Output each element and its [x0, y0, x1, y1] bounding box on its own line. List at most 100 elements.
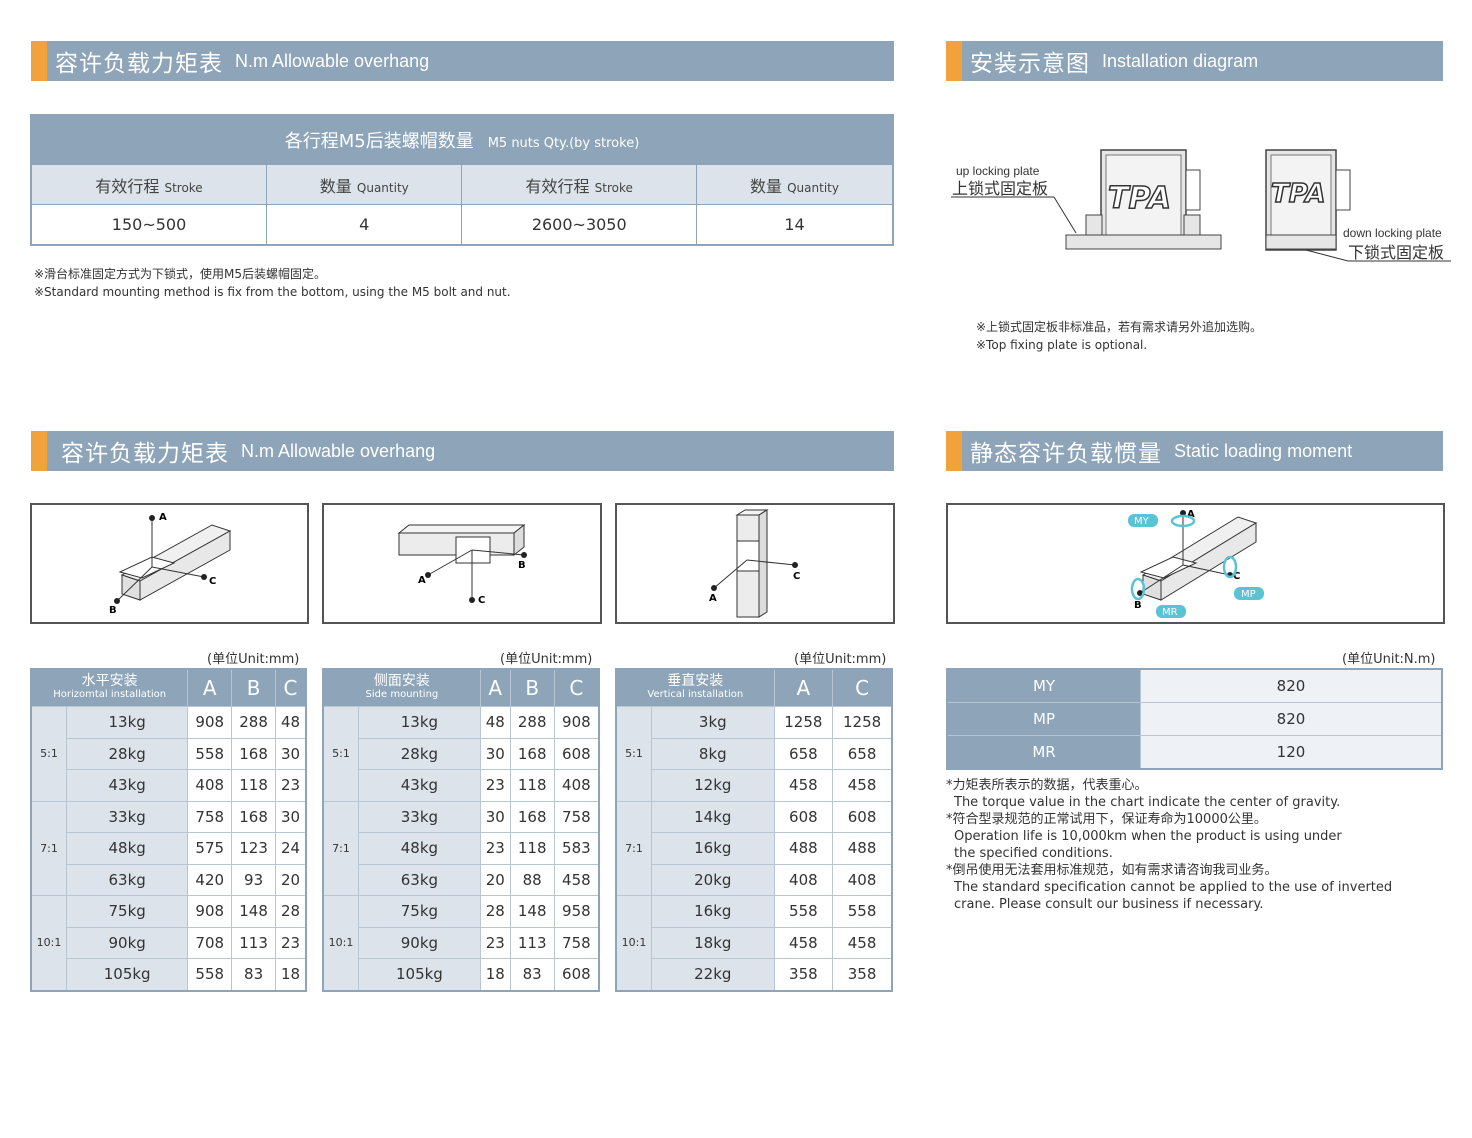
table-cell: 150~500 — [30, 204, 268, 246]
header-zh: 有效行程 — [95, 176, 160, 196]
load-cell: 105kg — [358, 958, 481, 991]
value-cell: 83 — [231, 958, 276, 991]
column-header: B — [509, 668, 555, 707]
section-title-en: Installation diagram — [1102, 50, 1259, 71]
section-header-static: 静态容许负载惯量 Static loading moment — [946, 431, 1443, 471]
value-cell: 458 — [773, 926, 834, 959]
install-type-zh: 水平安装 — [81, 673, 138, 689]
value-cell: 20 — [479, 863, 511, 896]
value-cell: 288 — [509, 706, 555, 739]
column-header: C — [275, 668, 307, 707]
value-cell: 758 — [187, 800, 233, 833]
load-cell: 28kg — [65, 737, 189, 770]
value-cell: 1258 — [832, 706, 893, 739]
load-cell: 43kg — [65, 769, 189, 802]
ratio-cell: 7:1 — [322, 800, 359, 896]
value-cell: 93 — [231, 863, 276, 896]
value-cell: 168 — [231, 800, 276, 833]
value-cell: 408 — [773, 863, 834, 896]
axis-label-a: A — [418, 575, 426, 586]
install-type-en: Horizomtal installation — [53, 689, 167, 700]
install-type-en: Side mounting — [365, 689, 439, 700]
moment-label-mr: MR — [1162, 607, 1178, 618]
column-header: C — [553, 668, 600, 707]
note-en: The standard specification cannot be app… — [954, 880, 1393, 912]
note-zh: ※上锁式固定板非标准品，若有需求请另外追加选购。 — [976, 320, 1263, 334]
load-cell: 63kg — [65, 863, 189, 896]
value-cell: 48 — [479, 706, 511, 739]
section-header-overhang-2: 容许负载力矩表 N.m Allowable overhang — [31, 431, 894, 471]
moment-value: 120 — [1140, 735, 1443, 770]
value-cell: 123 — [231, 832, 276, 865]
moment-key: MY — [946, 668, 1141, 703]
ratio-cell: 5:1 — [322, 706, 359, 802]
value-cell: 23 — [479, 769, 511, 802]
section-title-en: N.m Allowable overhang — [241, 440, 436, 461]
load-cell: 43kg — [358, 769, 481, 802]
note-zh: *倒吊使用无法套用标准规范，如有需求请咨询我司业务。 — [946, 863, 1278, 878]
value-cell: 558 — [773, 895, 834, 928]
load-cell: 105kg — [65, 958, 189, 991]
value-cell: 113 — [509, 926, 555, 959]
value-cell: 23 — [275, 926, 307, 959]
value-cell: 458 — [832, 926, 893, 959]
leader-line — [1305, 249, 1349, 262]
tpa-logo: TPA — [1271, 179, 1326, 209]
value-cell: 30 — [479, 800, 511, 833]
tpa-logo: TPA — [1108, 181, 1171, 216]
ratio-cell: 7:1 — [615, 800, 652, 896]
value-cell: 658 — [832, 737, 893, 770]
value-cell: 708 — [187, 926, 233, 959]
accent-bar — [31, 41, 47, 81]
value-cell: 420 — [187, 863, 233, 896]
accent-bar — [946, 41, 962, 81]
section-title-en: Static loading moment — [1174, 440, 1353, 461]
value-cell: 408 — [553, 769, 600, 802]
note-en: The torque value in the chart indicate t… — [954, 795, 1341, 810]
value-cell: 88 — [509, 863, 555, 896]
value-cell: 488 — [773, 832, 834, 865]
value-cell: 23 — [275, 769, 307, 802]
value-cell: 583 — [553, 832, 600, 865]
load-cell: 13kg — [358, 706, 481, 739]
load-cell: 90kg — [358, 926, 481, 959]
vertical-diagram: C A — [615, 503, 895, 624]
value-cell: 118 — [231, 769, 276, 802]
header-zh: 有效行程 — [525, 176, 590, 196]
value-cell: 24 — [275, 832, 307, 865]
value-cell: 558 — [832, 895, 893, 928]
unit-label: (单位Unit:mm) — [207, 652, 300, 667]
side-diagram: C B A — [322, 503, 602, 624]
value-cell: 48 — [275, 706, 307, 739]
axis-label-c: C — [478, 595, 485, 606]
value-cell: 408 — [832, 863, 893, 896]
unit-label: (单位Unit:mm) — [500, 652, 593, 667]
value-cell: 458 — [773, 769, 834, 802]
header-cell: 有效行程 Stroke — [461, 164, 697, 205]
value-cell: 458 — [832, 769, 893, 802]
value-cell: 18 — [275, 958, 307, 991]
value-cell: 1258 — [773, 706, 834, 739]
load-cell: 14kg — [651, 800, 775, 833]
bottom-notes: *力矩表所表示的数据，代表重心。 The torque value in the… — [946, 777, 1424, 913]
